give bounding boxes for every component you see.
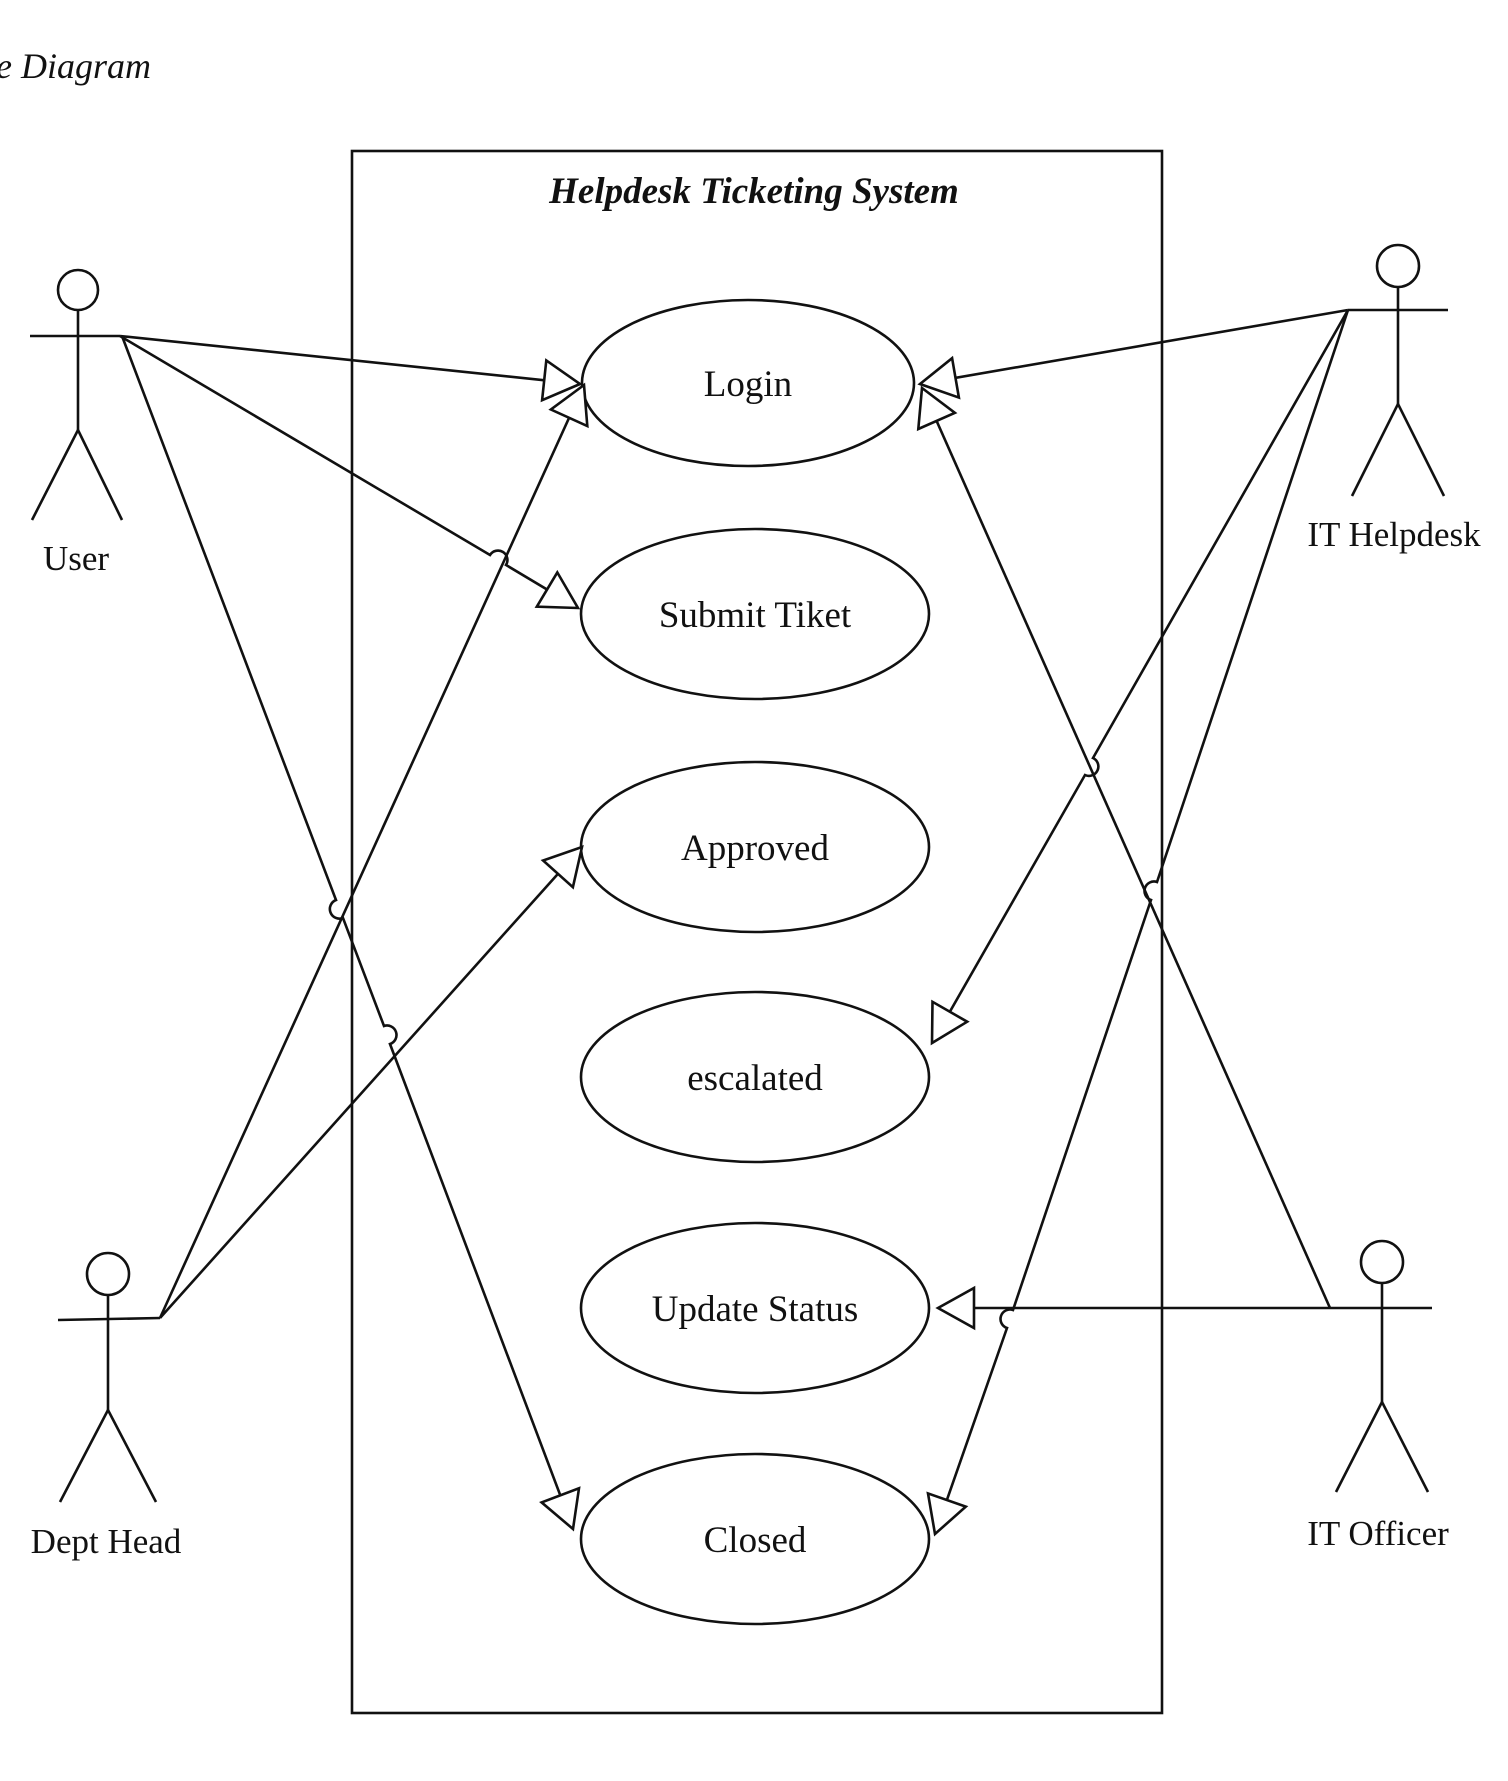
assoc-depthead-approved bbox=[159, 846, 583, 1319]
use-case-ellipse bbox=[579, 1452, 931, 1626]
actor-arms bbox=[57, 1316, 161, 1322]
actor-label: User bbox=[43, 539, 109, 578]
use-case-ellipse bbox=[579, 1221, 931, 1395]
association-lines bbox=[119, 308, 1350, 1535]
actor-user: User bbox=[30, 268, 124, 578]
actor-label: IT Helpdesk bbox=[1307, 515, 1481, 554]
actor-right-leg bbox=[1380, 1401, 1430, 1493]
assoc-ithelpdesk-login bbox=[919, 308, 1349, 386]
use-case-label: Approved bbox=[681, 828, 829, 869]
actor-head bbox=[85, 1251, 131, 1297]
use-case-ellipse bbox=[579, 990, 931, 1164]
use-case-label: Closed bbox=[704, 1520, 807, 1561]
actor-left-leg bbox=[30, 429, 80, 521]
use-case-update-status: Update Status bbox=[579, 1221, 931, 1395]
arrowhead-user-login bbox=[540, 358, 583, 403]
system-title: Helpdesk Ticketing System bbox=[548, 171, 959, 212]
actor-head bbox=[1375, 243, 1421, 289]
use-case-submit-tiket: Submit Tiket bbox=[579, 527, 931, 701]
assoc-ithelpdesk-closed bbox=[933, 309, 1350, 1535]
use-case-login: Login bbox=[580, 298, 916, 468]
arrowhead-depthead-approved bbox=[540, 845, 584, 890]
assoc-itofficer-login bbox=[920, 387, 1332, 1309]
actor-it-helpdesk: IT Helpdesk bbox=[1307, 243, 1481, 554]
use-case-closed: Closed bbox=[579, 1452, 931, 1626]
use-case-ellipse bbox=[579, 527, 931, 701]
arrowhead-depthead-login bbox=[548, 382, 589, 429]
arrowheads bbox=[534, 355, 976, 1537]
arrowhead-itofficer-login bbox=[916, 385, 958, 432]
arrowhead-user-closed bbox=[539, 1486, 581, 1532]
assoc-depthead-login bbox=[158, 384, 586, 1319]
assoc-user-closed bbox=[120, 335, 575, 1530]
assoc-user-login bbox=[119, 334, 581, 386]
use-case-approved: Approved bbox=[579, 760, 931, 934]
use-case-label: Submit Tiket bbox=[659, 595, 852, 636]
actor-right-leg bbox=[76, 429, 124, 521]
arrowhead-itofficer-update bbox=[935, 1285, 976, 1331]
actor-left-leg bbox=[1350, 403, 1400, 497]
actor-dept-head: Dept Head bbox=[31, 1251, 182, 1561]
assoc-ithelpdesk-escalated bbox=[930, 309, 1350, 1044]
actor-label: Dept Head bbox=[31, 1522, 182, 1561]
actor-left-leg bbox=[1334, 1401, 1384, 1493]
actor-right-leg bbox=[1396, 403, 1446, 497]
arrowhead-ithelpdesk-escalated bbox=[930, 999, 970, 1046]
actor-it-officer: IT Officer bbox=[1307, 1239, 1449, 1553]
actor-label: IT Officer bbox=[1307, 1514, 1449, 1553]
arrowhead-user-submit-tiket bbox=[534, 569, 581, 610]
use-case-ellipse bbox=[580, 298, 916, 468]
use-case-label: escalated bbox=[687, 1058, 823, 1099]
arrowhead-ithelpdesk-login bbox=[917, 355, 961, 400]
actor-right-leg bbox=[106, 1409, 158, 1503]
use-case-label: Login bbox=[704, 364, 792, 405]
assoc-user-submit-tiket bbox=[119, 334, 579, 610]
actor-head bbox=[56, 268, 100, 312]
diagram-heading: e Diagram bbox=[0, 46, 151, 86]
arrowhead-ithelpdesk-closed bbox=[926, 1491, 969, 1537]
actor-head bbox=[1359, 1239, 1405, 1285]
use-case-escalated: escalated bbox=[579, 990, 931, 1164]
actor-left-leg bbox=[58, 1409, 110, 1503]
use-case-label: Update Status bbox=[652, 1289, 859, 1330]
